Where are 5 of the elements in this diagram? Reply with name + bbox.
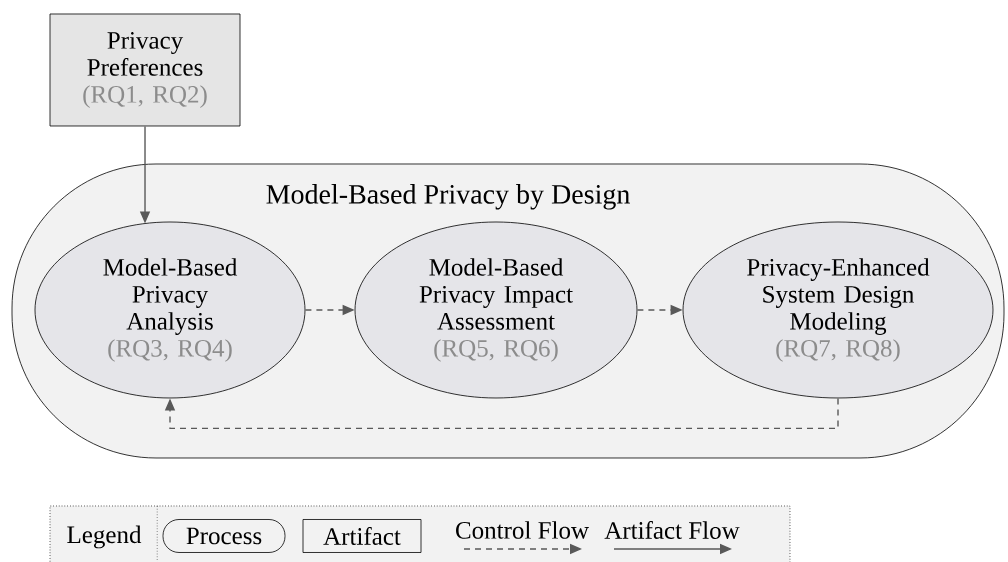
legend-title: Legend <box>67 525 142 549</box>
arrow <box>164 397 839 430</box>
artifact-box: Privacy Preferences (RQ1, RQ2) <box>49 13 241 127</box>
legend-text: Artifact Flow <box>604 521 740 539</box>
legend-text: Control Flow <box>456 521 589 539</box>
